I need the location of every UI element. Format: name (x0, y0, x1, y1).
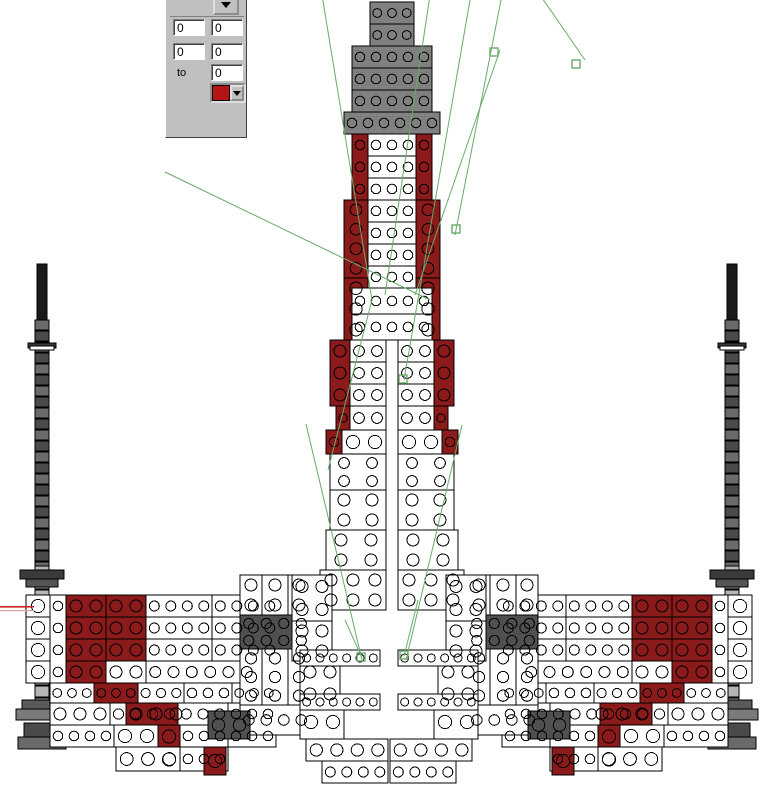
size-y-field[interactable]: 0 (211, 43, 243, 60)
color-picker[interactable] (210, 83, 246, 103)
type-dropdown[interactable] (213, 0, 239, 15)
chevron-down-icon (221, 2, 231, 8)
range-to-field[interactable]: 0 (211, 64, 243, 81)
element-properties-dialog[interactable]: 0 0 0 0 to 0 (165, 0, 247, 138)
range-to-label: to (177, 67, 187, 79)
color-swatch[interactable] (212, 85, 230, 101)
pos-y-field[interactable]: 0 (211, 19, 243, 36)
pos-x-field[interactable]: 0 (173, 19, 205, 36)
size-x-field[interactable]: 0 (173, 43, 205, 60)
color-dropdown-button[interactable] (230, 85, 244, 101)
chevron-down-icon (233, 90, 241, 96)
